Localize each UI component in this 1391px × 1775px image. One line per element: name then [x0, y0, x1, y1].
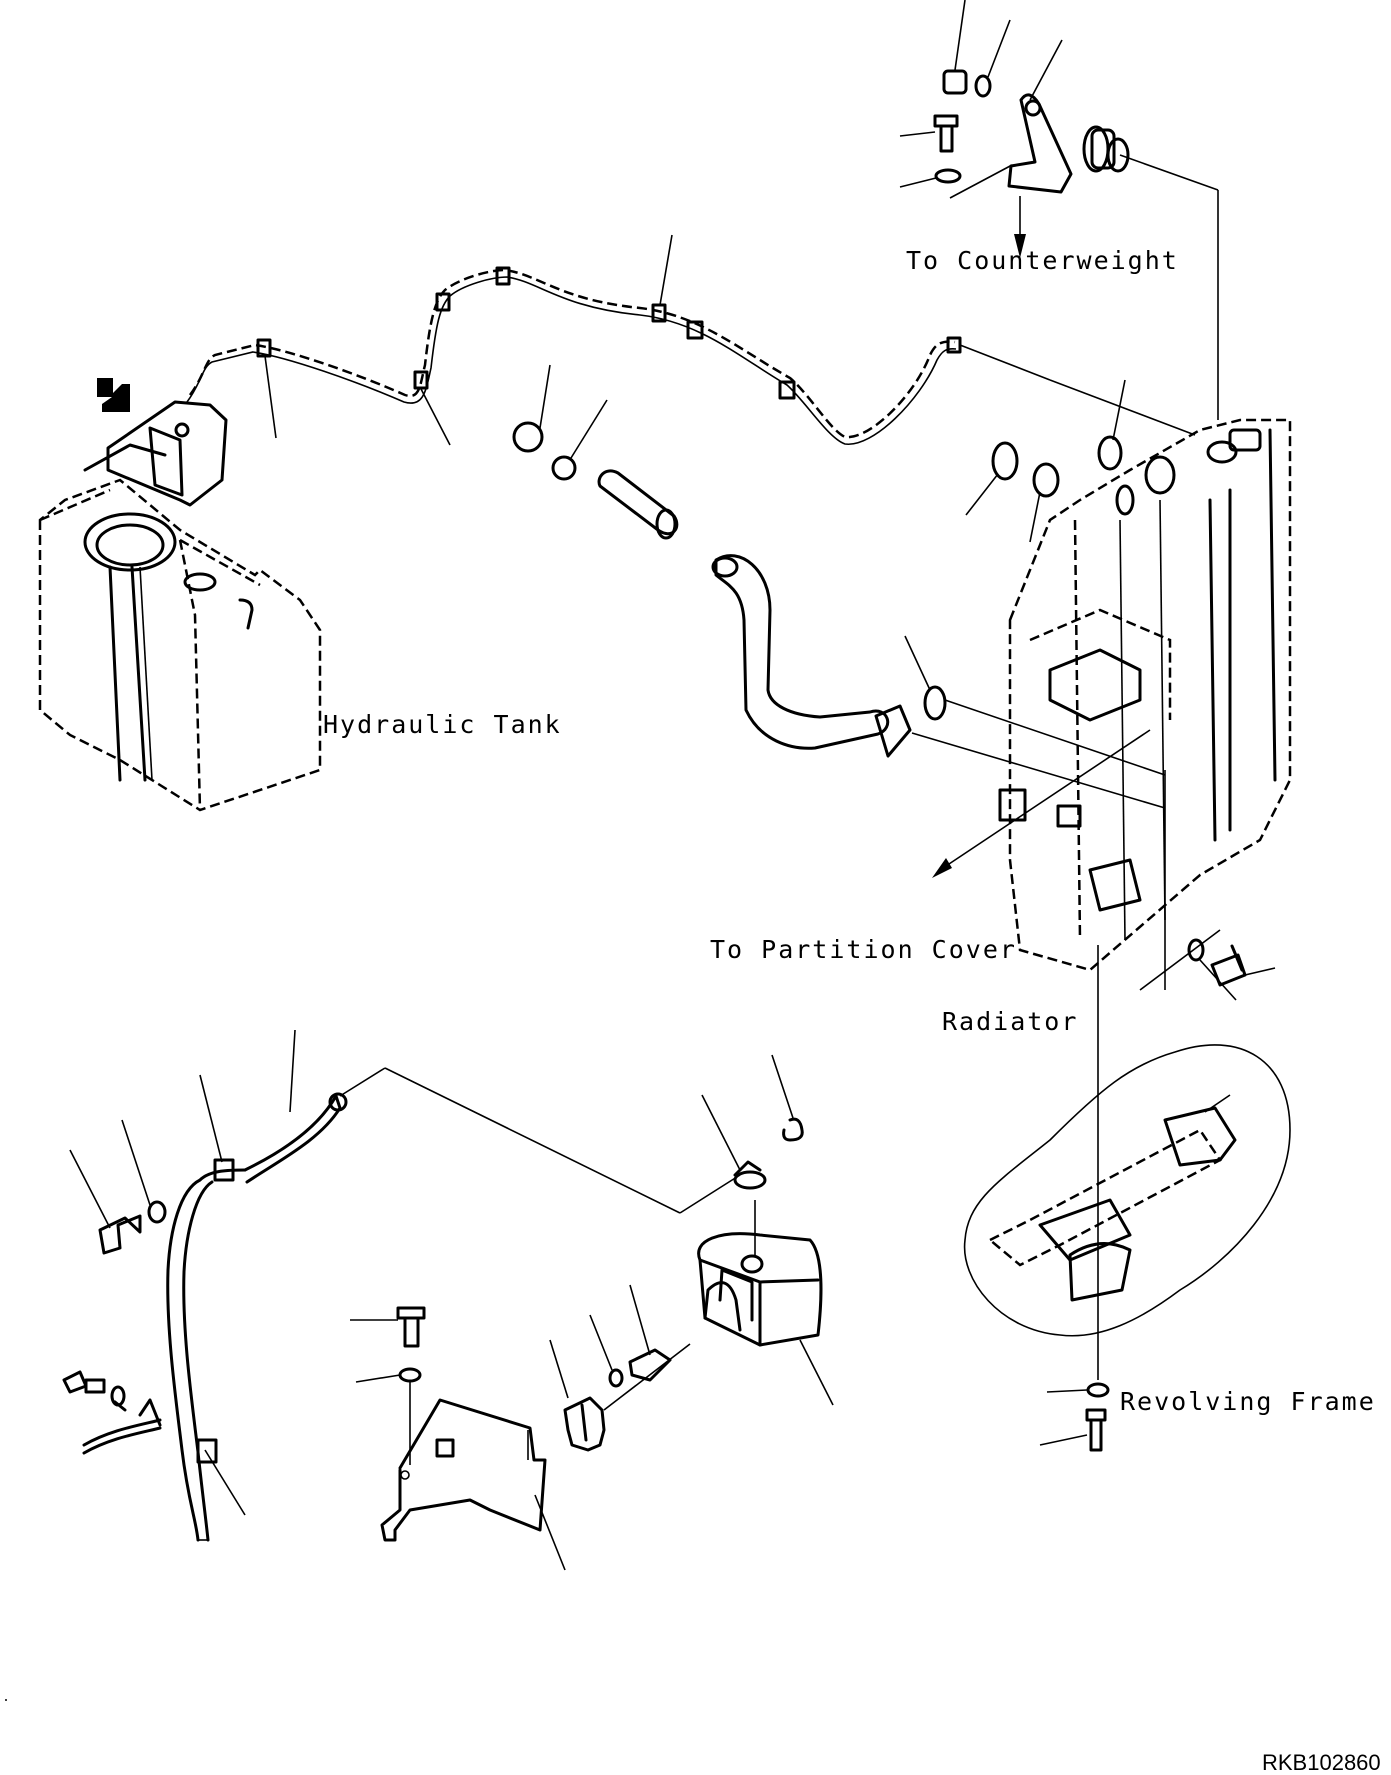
partition-cover-label: To Partition Cover — [710, 935, 1017, 964]
center-hose-assembly — [512, 364, 1166, 878]
lower-left-hose-assembly — [62, 1029, 741, 1542]
counterweight-bracket-hardware — [899, 0, 1219, 420]
revolving-frame-hardware — [1039, 1382, 1110, 1452]
radiator — [965, 379, 1292, 1380]
lower-mount-bracket — [350, 1284, 691, 1571]
hydraulic-tank — [38, 400, 322, 812]
revolving-frame — [963, 1044, 1291, 1337]
drawing-code: RKB102860 — [1262, 1750, 1381, 1775]
reservoir-tank — [697, 1054, 834, 1406]
radiator-label: Radiator — [942, 1007, 1078, 1036]
hydraulic-tank-label: Hydraulic Tank — [323, 710, 562, 739]
revolving-frame-label: Revolving Frame — [1120, 1387, 1376, 1416]
overflow-hose — [186, 234, 1196, 446]
view-arrow-icon — [97, 378, 130, 412]
counterweight-label: To Counterweight — [906, 246, 1179, 275]
